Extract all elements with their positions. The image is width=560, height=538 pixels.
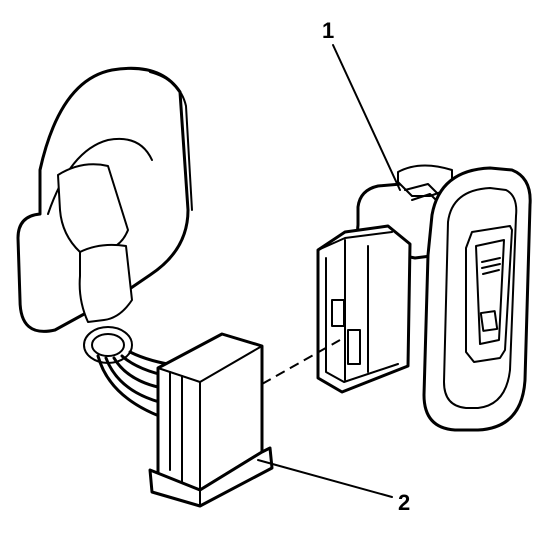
callout-label-2: 2 [398,490,410,515]
connector-lock-tab [148,446,274,508]
callout-label-1: 1 [322,18,334,43]
switch-connector-socket [316,224,412,394]
harness-sleeve-middle [78,243,133,323]
callout-line-2 [257,459,393,498]
callout-line-1 [332,44,401,191]
switch-rocker-indicator [479,310,499,332]
harness-connector [148,332,274,508]
wire-harness [16,66,193,422]
switch-assembly [316,164,532,432]
